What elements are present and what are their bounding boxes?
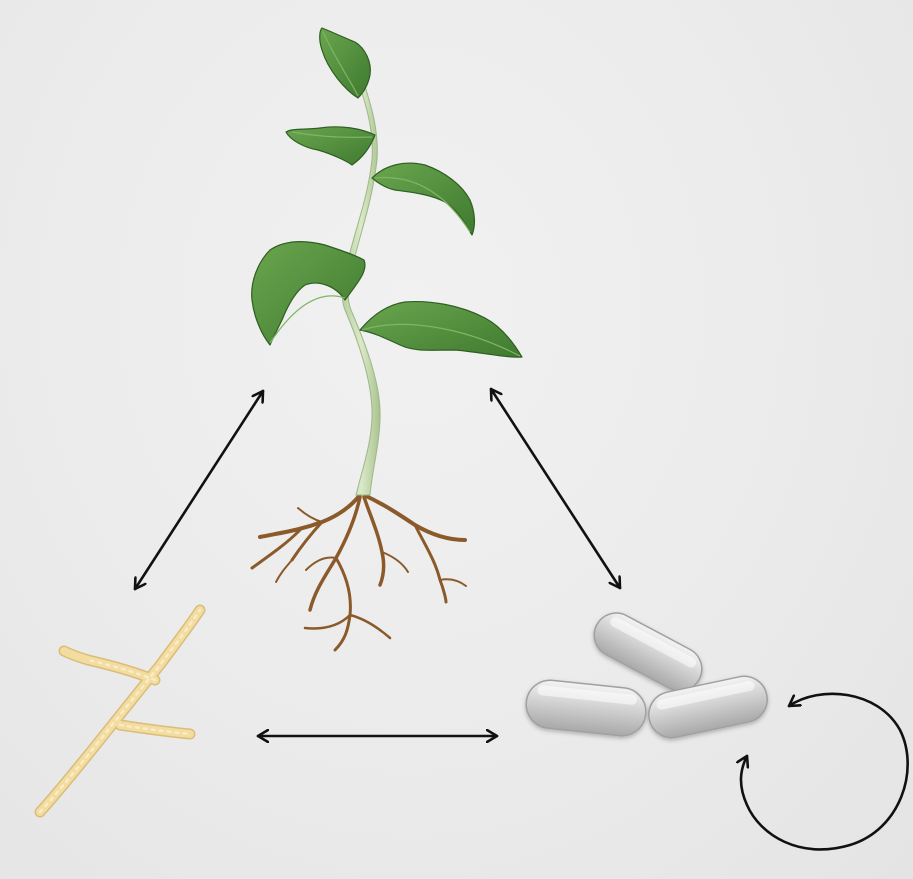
- leaf-right-upper: [372, 163, 474, 235]
- plant-leaves: [252, 28, 522, 357]
- leaf-top: [320, 28, 371, 98]
- bacteria-cells-icon: [524, 605, 772, 742]
- plant-with-roots-icon: [252, 28, 522, 650]
- interaction-arrows: [135, 389, 908, 849]
- fungal-hypha-icon: [40, 610, 200, 812]
- arrow-plant-bacteria: [491, 389, 620, 588]
- leaf-left-upper: [286, 127, 375, 165]
- leaf-left-middle: [252, 242, 365, 345]
- arrow-bacteria-self-loop: [741, 694, 908, 850]
- bacterium-left: [524, 678, 648, 738]
- leaf-right-lower: [360, 302, 522, 358]
- plant-roots: [252, 495, 466, 650]
- bacterium-top: [586, 605, 709, 698]
- arrow-plant-fungus: [135, 391, 263, 589]
